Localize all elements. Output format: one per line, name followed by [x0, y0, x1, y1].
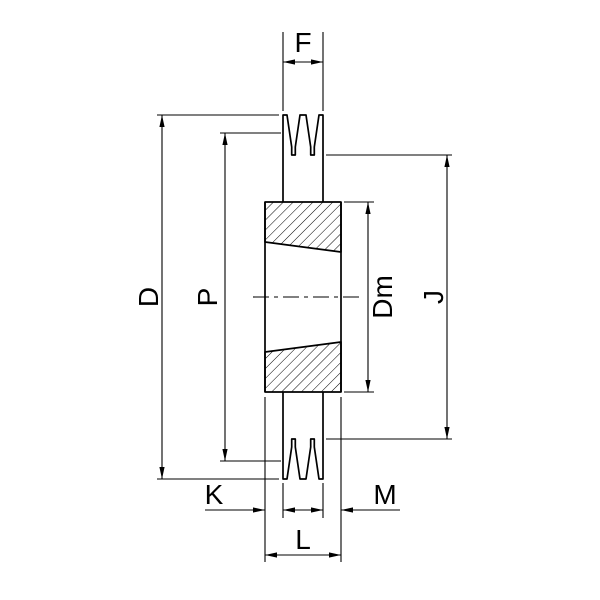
- dimension-P: [220, 132, 281, 462]
- arrowhead: [222, 449, 228, 461]
- arrowhead: [444, 427, 450, 439]
- arrowhead: [283, 507, 295, 513]
- dimension-F: [282, 32, 324, 111]
- dim-label-L: L: [295, 524, 311, 555]
- arrowhead: [329, 552, 341, 558]
- arrowhead: [159, 115, 165, 127]
- dim-label-P: P: [192, 288, 223, 307]
- dimension-D: [157, 114, 279, 480]
- dimension-J: [326, 154, 452, 440]
- arrowhead: [341, 507, 353, 513]
- arrowhead: [283, 59, 295, 65]
- dimension-M: [311, 397, 400, 562]
- dim-label-D: D: [133, 287, 164, 307]
- rim-bottom-outline: [282, 392, 324, 480]
- arrowhead: [311, 59, 323, 65]
- hub-hatch-bottom: [264, 341, 342, 393]
- arrowhead: [222, 133, 228, 145]
- arrowhead: [365, 202, 371, 214]
- dim-label-K: K: [205, 479, 224, 510]
- dimension-L: [265, 552, 341, 558]
- hub-hatch-top: [264, 201, 342, 253]
- arrowhead: [365, 380, 371, 392]
- arrowhead: [444, 155, 450, 167]
- dim-label-J: J: [418, 290, 449, 304]
- rim-top-outline: [282, 114, 324, 202]
- dimension-K: [205, 397, 323, 562]
- pulley-section: [264, 114, 342, 480]
- dim-label-Dm: Dm: [367, 275, 398, 319]
- dim-label-F: F: [294, 27, 311, 58]
- arrowhead: [311, 507, 323, 513]
- dimension-Dm: [344, 201, 374, 393]
- arrowhead: [253, 507, 265, 513]
- arrowhead: [265, 552, 277, 558]
- arrowhead: [159, 467, 165, 479]
- dim-label-M: M: [373, 479, 396, 510]
